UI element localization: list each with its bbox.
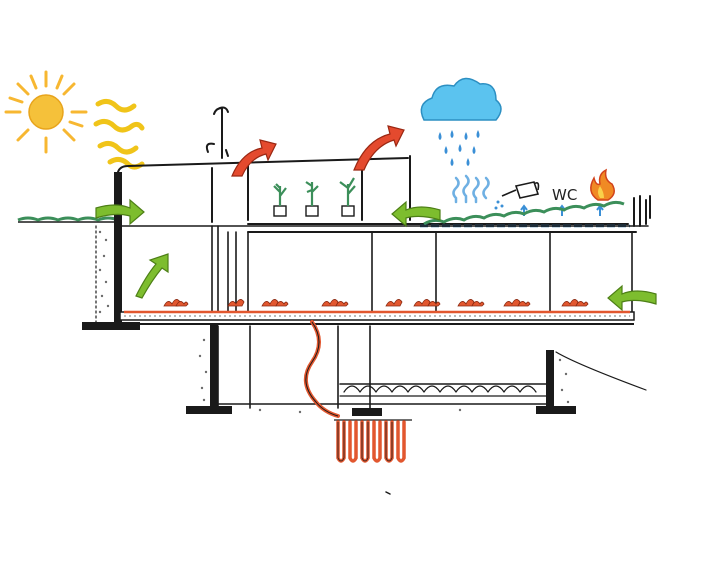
- heat-waves-icon: [93, 98, 145, 170]
- lower-right-column: [546, 350, 554, 410]
- fresh-air-arrow-icon: [135, 253, 169, 299]
- geothermal-cap: [352, 408, 382, 416]
- lower-left-footing: [186, 406, 232, 414]
- fresh-air-arrow-icon: [391, 200, 441, 228]
- ink-mark: [385, 491, 391, 495]
- rainwater-icon: [452, 174, 490, 204]
- left-footing: [82, 322, 140, 330]
- main-floor-slab: [119, 311, 635, 325]
- lower-left-wall: [210, 324, 218, 412]
- potted-plant-icon: [339, 177, 356, 217]
- wc-label: WC: [552, 186, 577, 204]
- watering-can-icon: [494, 181, 540, 216]
- radiant-floor-heat-icon: [163, 299, 589, 307]
- geothermal-pipe: [304, 320, 340, 418]
- potted-plant-icon: [273, 183, 287, 217]
- left-soil: [98, 230, 110, 314]
- left-green-ground: [17, 216, 119, 223]
- sun-icon: [4, 70, 88, 154]
- hot-air-exhaust-arrow-icon: [353, 125, 405, 171]
- hot-air-exhaust-arrow-icon: [231, 139, 277, 177]
- lower-storage-vaults: [339, 385, 547, 397]
- potted-plant-icon: [305, 181, 319, 217]
- rain-cloud-icon: [420, 77, 502, 166]
- right-slope-ground: [555, 351, 647, 391]
- right-parapet: [633, 195, 651, 227]
- fresh-air-arrow-icon: [95, 198, 145, 226]
- fresh-air-arrow-icon: [607, 284, 657, 312]
- left-wall: [114, 172, 122, 322]
- main-floor-structure: [117, 225, 649, 317]
- geothermal-coil-icon: [334, 419, 412, 463]
- wind-turbine-icon: [205, 106, 229, 159]
- lower-soil: [198, 338, 570, 414]
- lower-right-footing: [536, 406, 576, 414]
- fire-icon: [590, 168, 615, 216]
